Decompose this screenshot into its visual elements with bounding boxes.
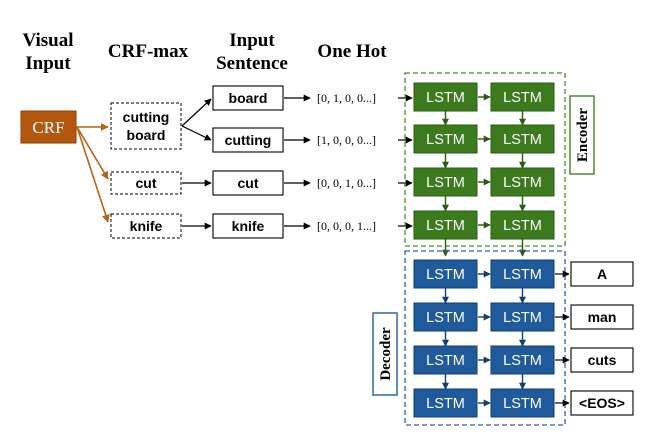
input-word-box-knife — [212, 213, 284, 239]
output-word-box-a — [570, 261, 634, 287]
onehot-cut: [0, 0, 1, 0...] — [317, 176, 376, 190]
decoder-boundary — [404, 250, 566, 426]
decoder-lstm-label: LSTM — [426, 267, 465, 283]
decoder-lstm-cell — [413, 259, 478, 289]
decoder-lstm-cell — [490, 302, 555, 332]
input-word-box-board — [212, 85, 284, 111]
decoder-label: Decoder — [378, 327, 394, 381]
decoder-lstm-cell — [490, 388, 555, 418]
encoder-lstm-label: LSTM — [503, 175, 542, 191]
crf-arrow-cut — [76, 126, 109, 180]
decoder-lstm-label: LSTM — [503, 396, 542, 412]
encoder-label-box — [569, 95, 595, 175]
crf-box — [20, 110, 77, 144]
decoder-lstm-label: LSTM — [503, 353, 542, 369]
input-word-box-cut — [212, 170, 284, 196]
decoder-lstm-label: LSTM — [503, 267, 542, 283]
crf-max-cutting: cutting — [123, 109, 170, 125]
decoder-lstm-cell — [413, 345, 478, 375]
encoder-lstm-label: LSTM — [503, 90, 542, 106]
input-word-knife: knife — [232, 218, 265, 234]
header-visual-input-line1: Visual — [22, 30, 73, 51]
crf-max-cut: cut — [136, 175, 157, 191]
crf-label: CRF — [32, 118, 64, 137]
output-word-eos: <EOS> — [579, 395, 625, 411]
header-visual-input-line2: Input — [25, 53, 71, 74]
decoder-lstm-cell — [490, 259, 555, 289]
onehot-knife: [0, 0, 0, 1...] — [317, 219, 376, 233]
decoder-lstm-label: LSTM — [426, 310, 465, 326]
encoder-lstm-label: LSTM — [426, 90, 465, 106]
header-input-sentence-line2: Sentence — [216, 53, 288, 74]
encoder-lstm-cell — [490, 124, 555, 154]
arrow-cutting-board-to-cutting — [181, 125, 212, 141]
crf-max-knife: knife — [130, 218, 163, 234]
decoder-lstm-cell — [413, 388, 478, 418]
encoder-lstm-cell — [413, 82, 478, 112]
encoder-lstm-label: LSTM — [426, 175, 465, 191]
decoder-lstm-label: LSTM — [426, 353, 465, 369]
decoder-lstm-grid: LSTM LSTM LSTM LSTM LSTM LSTM LSTM LSTM — [413, 259, 555, 418]
crf-max-box-cut — [110, 171, 182, 195]
output-word-box-cuts — [570, 347, 634, 373]
encoder-label: Encoder — [575, 108, 591, 163]
decoder-lstm-cell — [490, 345, 555, 375]
encoder-lstm-label: LSTM — [503, 218, 542, 234]
decoder-lstm-cell — [413, 302, 478, 332]
encoder-boundary — [404, 72, 566, 247]
output-word-a: A — [597, 266, 607, 282]
input-word-board: board — [229, 90, 268, 106]
arrow-cutting-board-to-board — [181, 98, 212, 127]
encoder-lstm-label: LSTM — [503, 132, 542, 148]
crf-max-board: board — [127, 127, 166, 143]
encoder-lstm-label: LSTM — [426, 132, 465, 148]
onehot-cutting: [1, 0, 0, 0...] — [317, 133, 376, 147]
output-word-man: man — [588, 309, 617, 325]
header-crf-max: CRF-max — [108, 41, 189, 62]
header-one-hot: One Hot — [317, 41, 387, 62]
input-word-box-cutting — [212, 127, 284, 153]
encoder-lstm-grid: LSTM LSTM LSTM LSTM LSTM LSTM LSTM LSTM — [413, 82, 555, 240]
output-word-box-eos — [570, 390, 634, 416]
output-word-box-man — [570, 304, 634, 330]
input-word-cutting: cutting — [225, 132, 272, 148]
crf-max-box-knife — [110, 213, 182, 239]
encoder-lstm-cell — [490, 82, 555, 112]
encoder-lstm-cell — [490, 210, 555, 240]
decoder-lstm-label: LSTM — [503, 310, 542, 326]
encoder-lstm-cell — [490, 167, 555, 197]
onehot-board: [0, 1, 0, 0...] — [317, 91, 376, 105]
crf-arrow-knife — [76, 126, 110, 223]
encoder-lstm-cell — [413, 210, 478, 240]
input-word-cut: cut — [238, 175, 259, 191]
crf-max-box-cutting-board — [110, 102, 182, 150]
decoder-label-box — [372, 312, 398, 396]
encoder-lstm-cell — [413, 167, 478, 197]
encoder-lstm-label: LSTM — [426, 218, 465, 234]
header-input-sentence-line1: Input — [229, 30, 275, 51]
decoder-lstm-label: LSTM — [426, 396, 465, 412]
output-word-cuts: cuts — [588, 352, 617, 368]
encoder-lstm-cell — [413, 124, 478, 154]
